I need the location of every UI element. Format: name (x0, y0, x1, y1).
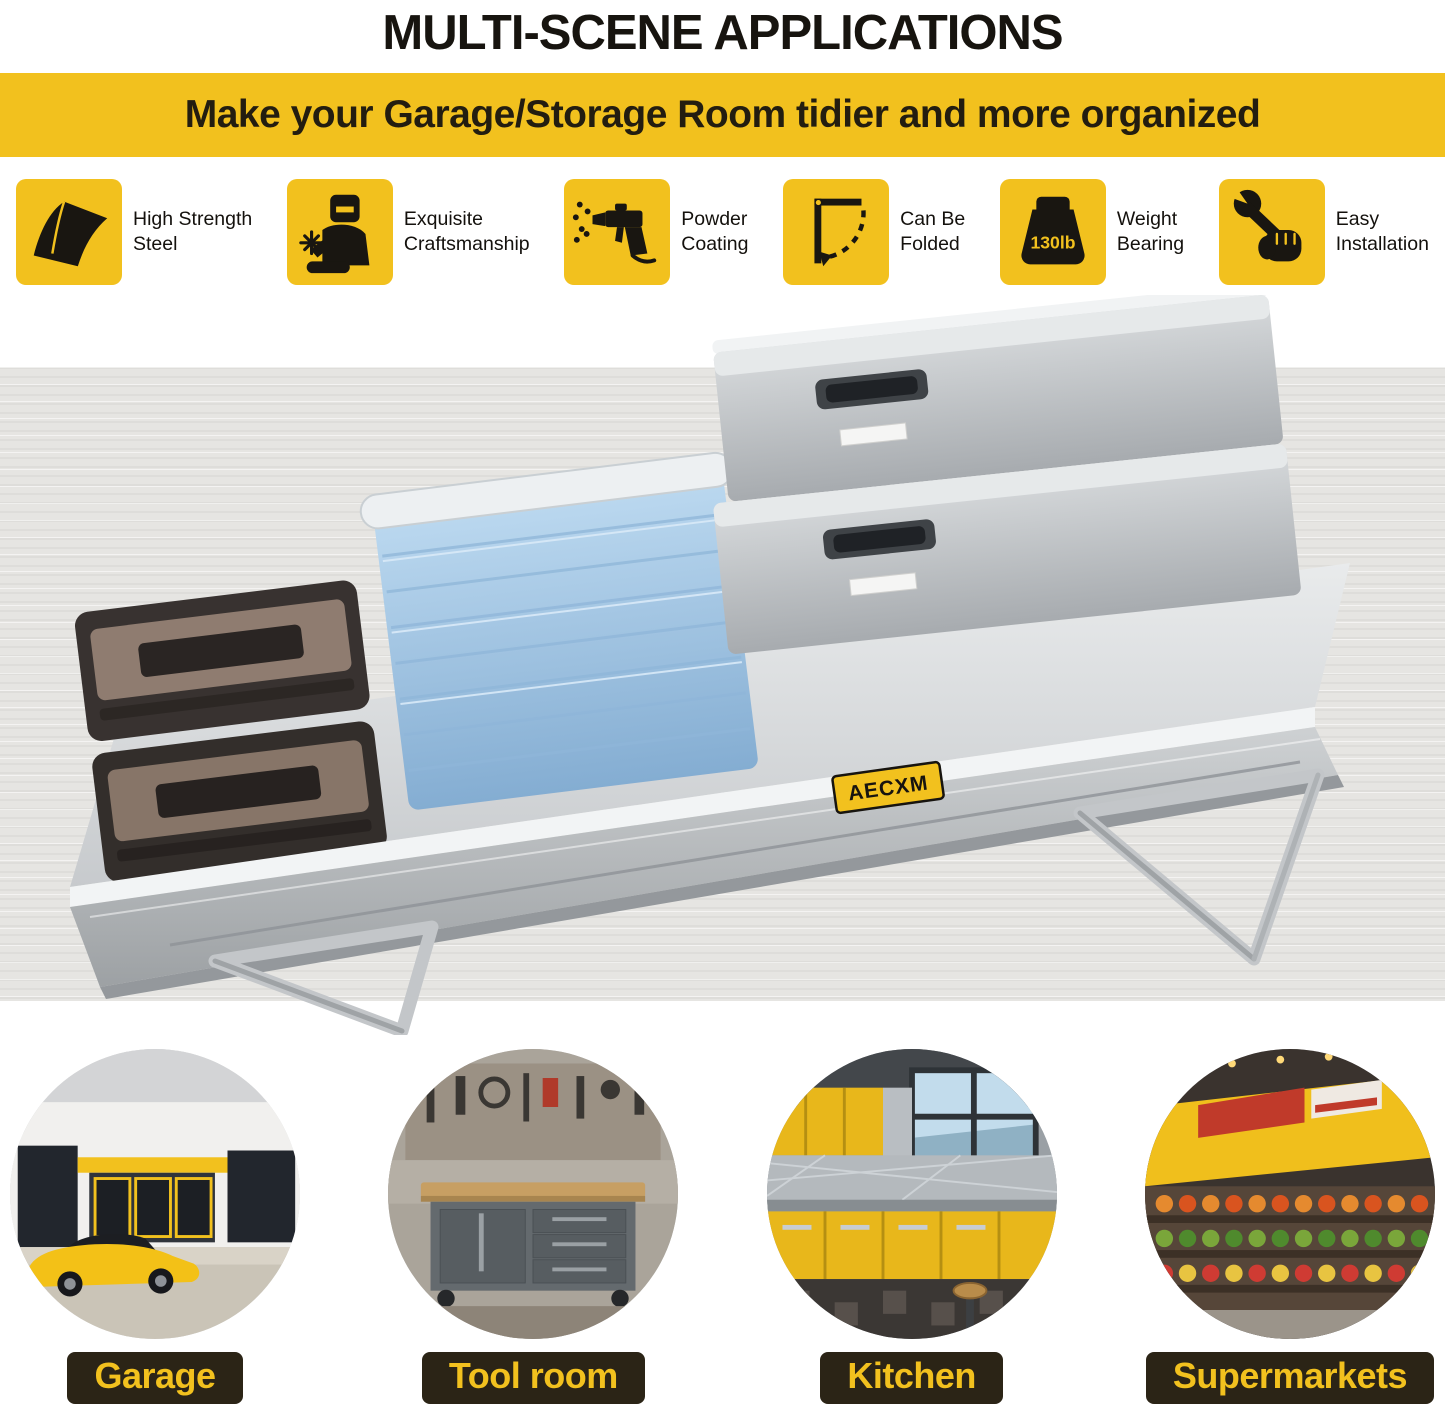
scene-label-kitchen: Kitchen (820, 1352, 1003, 1405)
brand-label: AECXM (831, 761, 945, 815)
feature-label: Weight Bearing (1117, 207, 1184, 258)
scene-label-garage: Garage (67, 1352, 243, 1405)
feature-label-line1: Exquisite (403, 207, 484, 230)
page-title: MULTI-SCENE APPLICATIONS (382, 6, 1063, 60)
right-folding-bracket (1073, 768, 1325, 966)
scene-tool-room: Tool room (388, 1049, 679, 1405)
weight-icon: 130lb (999, 179, 1106, 286)
feature-label-line2: Folded (900, 233, 960, 256)
feature-label-line1: Can Be (900, 207, 966, 230)
feature-label-line2: Bearing (1116, 233, 1185, 256)
garage-photo (10, 1049, 300, 1340)
feature-label-line2: Coating (681, 233, 749, 256)
toolbox-stack (74, 580, 387, 883)
welder-icon (286, 179, 393, 286)
feature-high-strength-steel: High Strength Steel (16, 179, 252, 286)
feature-can-be-folded: Can Be Folded (783, 179, 965, 286)
product-hero: AECXM (0, 295, 1445, 1036)
metal-box-stack (712, 295, 1301, 655)
scene-label-supermarkets: Supermarkets (1145, 1352, 1435, 1405)
application-scenes: Garage (0, 1049, 1445, 1405)
feature-exquisite-craftsmanship: Exquisite Craftsmanship (286, 179, 530, 286)
feature-row: High Strength Steel Exqu (0, 179, 1445, 286)
feature-label-line2: Steel (133, 233, 178, 256)
left-folding-bracket (208, 920, 439, 1036)
supermarket-photo (1144, 1049, 1435, 1340)
scene-kitchen: Kitchen (766, 1049, 1057, 1405)
scene-label-tool-room: Tool room (421, 1352, 645, 1405)
blue-storage-bin (359, 452, 758, 811)
spray-gun-icon (564, 179, 671, 286)
shelf-product-image: AECXM (70, 295, 1350, 1036)
shelf-underside (70, 727, 1338, 988)
feature-label: High Strength Steel (133, 207, 252, 258)
feature-label-line1: High Strength (133, 207, 253, 230)
wrench-hand-icon (1218, 179, 1325, 286)
weight-badge-text: 130lb (1030, 233, 1075, 253)
fold-bracket-icon (783, 179, 890, 286)
scene-supermarkets: Supermarkets (1144, 1049, 1435, 1405)
feature-label-line1: Weight (1116, 207, 1178, 230)
tool-room-photo (388, 1049, 679, 1340)
feature-label: Powder Coating (681, 207, 748, 258)
kitchen-photo (766, 1049, 1057, 1340)
feature-label-line1: Powder (681, 207, 748, 230)
feature-label: Can Be Folded (900, 207, 965, 258)
feature-powder-coating: Powder Coating (564, 179, 749, 286)
scene-garage: Garage (10, 1049, 300, 1405)
feature-label: Exquisite Craftsmanship (404, 207, 530, 258)
steel-sheet-icon (16, 179, 122, 286)
feature-weight-bearing: 130lb Weight Bearing (999, 179, 1184, 286)
shelf-front-edge (70, 707, 1315, 908)
feature-label-line2: Craftsmanship (403, 233, 530, 256)
subtitle-banner: Make your Garage/Storage Room tidier and… (0, 73, 1445, 158)
feature-label-line1: Easy (1335, 207, 1380, 230)
feature-label: Easy Installation (1336, 207, 1429, 258)
feature-label-line2: Installation (1335, 233, 1429, 256)
feature-easy-installation: Easy Installation (1218, 179, 1429, 286)
